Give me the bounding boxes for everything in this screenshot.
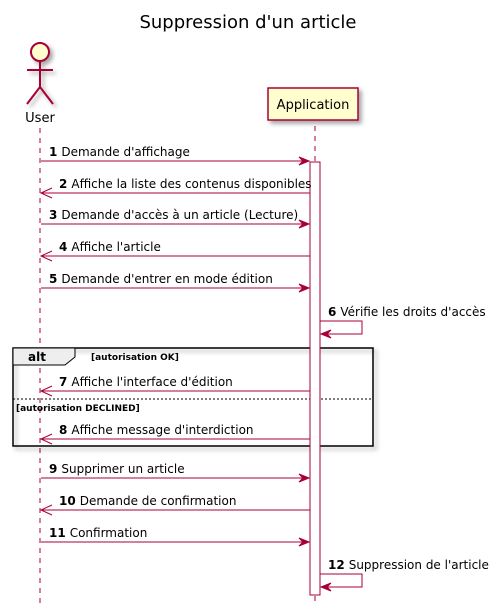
message-3: 3 Demande d'accès à un article (Lecture) (41, 208, 311, 229)
message-number: 5 (49, 272, 57, 286)
arrow-head-icon (298, 473, 311, 483)
application-label: Application (277, 98, 350, 113)
alt-guard-declined: [autorisation DECLINED] (16, 404, 140, 414)
message-text: Affiche message d'interdiction (71, 423, 253, 437)
message-text: Demande d'entrer en mode édition (61, 272, 272, 286)
message-10: 10 Demande de confirmation (39, 494, 310, 516)
message-number: 3 (49, 208, 57, 222)
message-8: 8 Affiche message d'interdiction (39, 423, 310, 445)
message-text: Demande d'affichage (61, 145, 190, 159)
message-text: Suppression de l'article (349, 558, 489, 572)
message-number: 4 (59, 240, 67, 254)
open-arrow-head-icon (39, 187, 53, 199)
app-activation-bar (309, 161, 321, 596)
message-text: Affiche l'interface d'édition (71, 375, 232, 389)
application-participant-box (267, 87, 359, 121)
user-actor-icon (26, 42, 54, 105)
message-5: 5 Demande d'entrer en mode édition (41, 272, 311, 293)
open-arrow-head-icon (39, 250, 53, 262)
message-7: 7 Affiche l'interface d'édition (39, 375, 310, 397)
arrow-head-icon (319, 582, 332, 592)
message-number: 1 (49, 145, 57, 159)
message-number: 7 (59, 375, 67, 389)
message-number: 8 (59, 423, 67, 437)
message-label: 4 Affiche l'article (59, 240, 161, 254)
message-label: 1 Demande d'affichage (49, 145, 190, 159)
messages-group: 1 Demande d'affichage 2 Affiche la liste de… (39, 145, 489, 592)
open-arrow-head-icon (39, 504, 53, 516)
message-label: 5 Demande d'entrer en mode édition (49, 272, 273, 286)
message-2: 2 Affiche la liste des contenus disponibl… (39, 177, 312, 199)
message-label: 8 Affiche message d'interdiction (59, 423, 254, 437)
open-arrow-head-icon (39, 433, 53, 445)
message-6: 6 Vérifie les droits d'accès (319, 305, 486, 339)
message-text: Affiche l'article (71, 240, 160, 254)
self-message-line (320, 573, 363, 588)
arrow-head-icon (298, 537, 311, 547)
message-label: 9 Supprimer un article (49, 462, 185, 476)
message-label: 3 Demande d'accès à un article (Lecture) (49, 208, 298, 222)
arrow-head-icon (298, 283, 311, 293)
message-text: Demande de confirmation (80, 494, 237, 508)
message-label: 11 Confirmation (49, 526, 147, 540)
message-number: 11 (49, 526, 66, 540)
message-1: 1 Demande d'affichage (41, 145, 311, 166)
diagram-title: Suppression d'un article (139, 12, 356, 33)
message-number: 10 (59, 494, 76, 508)
alt-keyword: alt (28, 350, 46, 364)
message-label: 10 Demande de confirmation (59, 494, 236, 508)
arrow-head-icon (298, 219, 311, 229)
self-message-line (320, 320, 363, 335)
message-label: 12 Suppression de l'article (328, 558, 489, 572)
message-4: 4 Affiche l'article (39, 240, 310, 262)
message-label: 6 Vérifie les droits d'accès (328, 305, 486, 319)
message-9: 9 Supprimer un article (41, 462, 311, 483)
message-number: 12 (328, 558, 345, 572)
message-text: Vérifie les droits d'accès (340, 305, 485, 319)
user-label: User (25, 111, 55, 126)
message-label: 2 Affiche la liste des contenus disponibl… (59, 177, 312, 191)
message-text: Confirmation (70, 526, 148, 540)
message-text: Supprimer un article (61, 462, 184, 476)
message-text: Demande d'accès à un article (Lecture) (61, 208, 298, 222)
arrow-head-icon (319, 329, 332, 339)
message-number: 6 (328, 305, 336, 319)
alt-guard-ok: [autorisation OK] (91, 353, 179, 363)
message-text: Affiche la liste des contenus disponible… (71, 177, 311, 191)
open-arrow-head-icon (39, 385, 53, 397)
message-12: 12 Suppression de l'article (319, 558, 489, 592)
message-number: 9 (49, 462, 57, 476)
arrow-head-icon (298, 156, 311, 166)
message-number: 2 (59, 177, 67, 191)
message-11: 11 Confirmation (41, 526, 311, 547)
message-label: 7 Affiche l'interface d'édition (59, 375, 233, 389)
alt-tab (12, 347, 76, 366)
alt-fragment (12, 347, 374, 447)
